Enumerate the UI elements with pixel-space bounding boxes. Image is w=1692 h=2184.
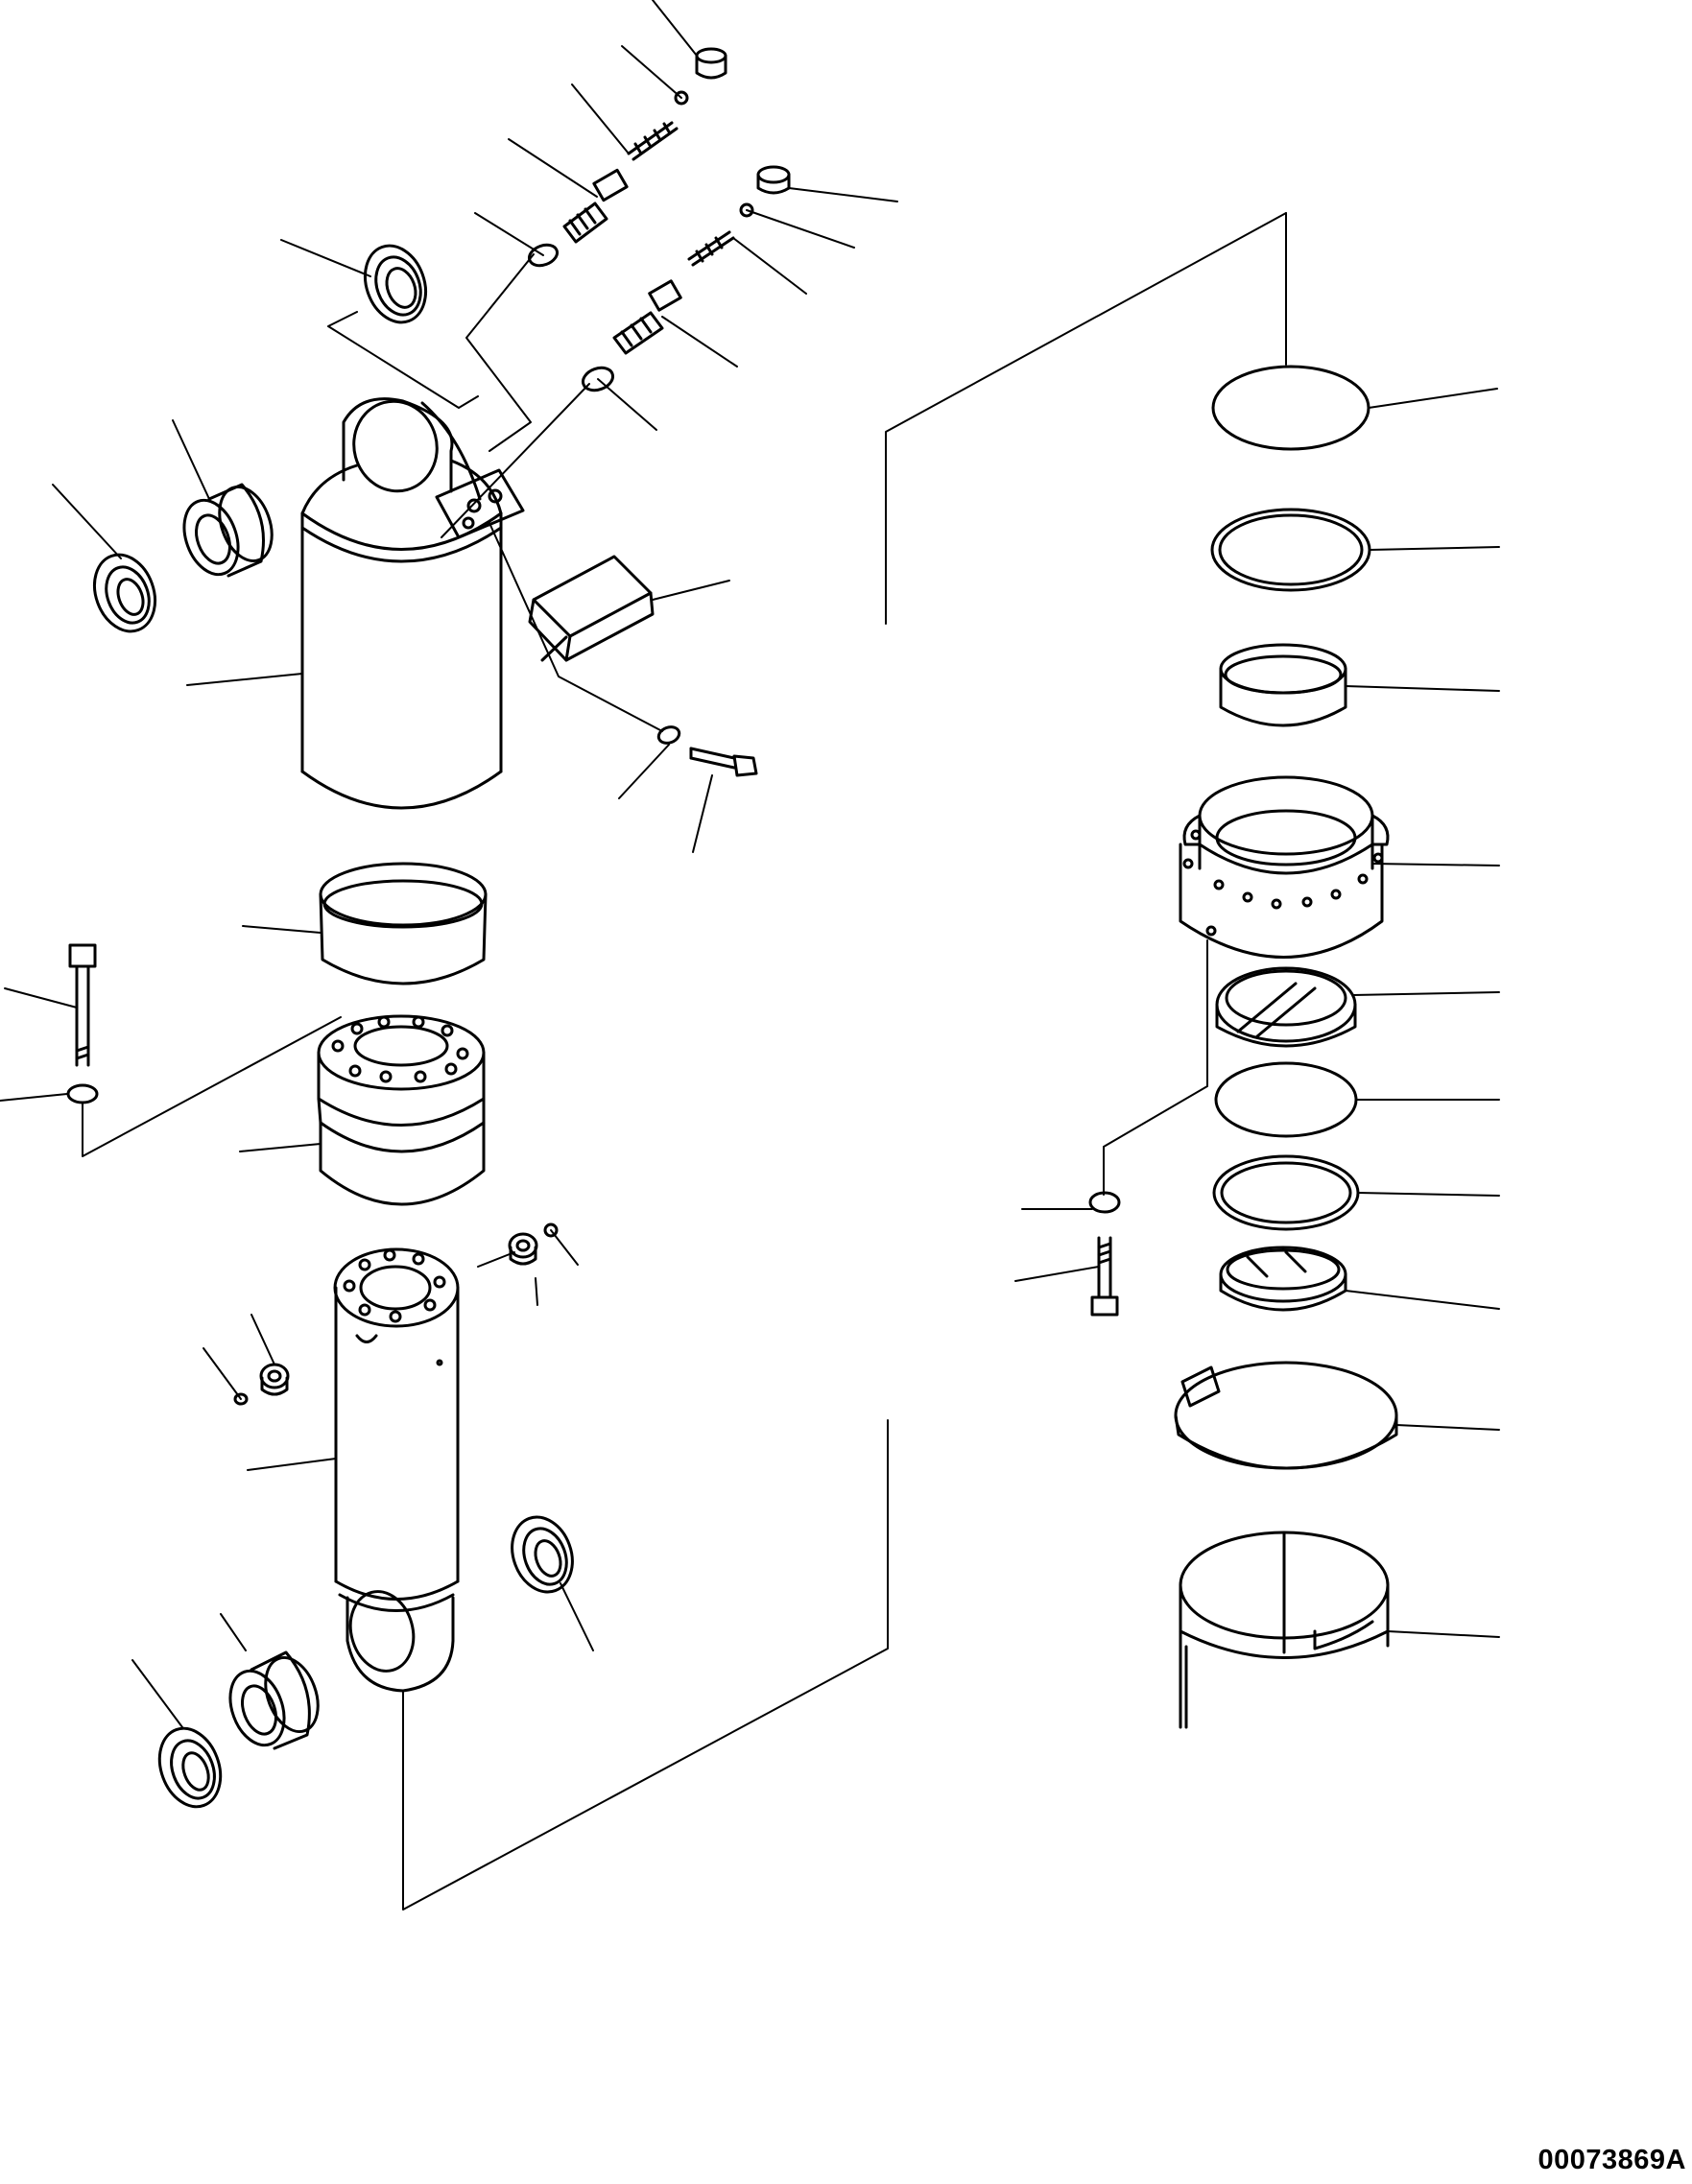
cap-right — [756, 165, 791, 195]
washer-right — [1088, 1191, 1121, 1214]
grease-fitting-lower — [612, 279, 682, 355]
spring-small — [627, 121, 679, 161]
ball-left — [233, 1392, 249, 1406]
u-packing — [1214, 1061, 1358, 1138]
small-ball — [674, 90, 689, 106]
dust-wiper — [1174, 1361, 1398, 1470]
cylinder-head — [1179, 775, 1390, 959]
o-ring-large — [1211, 365, 1370, 451]
nut-left — [259, 1363, 290, 1396]
spring-small-2 — [687, 230, 735, 267]
o-ring-lower — [582, 366, 614, 392]
dust-seal-left — [93, 553, 156, 633]
bolt-small — [689, 747, 758, 777]
rod-packing — [1212, 1154, 1360, 1231]
piston-rod — [333, 1247, 460, 1693]
grease-fitting-upper — [562, 168, 629, 244]
buffer-ring — [1215, 966, 1357, 1048]
piston-head — [317, 1014, 486, 1206]
washer-left — [66, 1083, 99, 1104]
protective-sleeve — [1179, 1531, 1390, 1729]
rod-head-assembly — [1088, 365, 1398, 1729]
leader-lines — [0, 0, 1500, 1911]
nut-right — [508, 1232, 538, 1266]
wear-ring — [1219, 1246, 1347, 1312]
bushing-ring — [319, 862, 488, 985]
backup-ring — [1210, 508, 1371, 592]
dust-seal-lower-right — [511, 1515, 574, 1594]
cap-top — [695, 47, 727, 80]
bushing-upper — [182, 483, 274, 578]
drawing-number: 00073869A — [1537, 2145, 1686, 2175]
bolt-right — [1090, 1236, 1119, 1317]
washer-small — [656, 725, 681, 745]
cover-block — [528, 555, 655, 662]
cylinder-assembly — [66, 47, 791, 1809]
ball-right — [543, 1223, 559, 1238]
long-bolt-left — [68, 943, 97, 1067]
bushing-sleeve — [1219, 643, 1347, 727]
small-ball-2 — [739, 202, 754, 218]
cylinder-body — [300, 397, 525, 810]
bushing-lower — [228, 1650, 320, 1750]
dust-seal-upper — [364, 244, 427, 324]
dust-seal-lower-left — [157, 1726, 223, 1809]
